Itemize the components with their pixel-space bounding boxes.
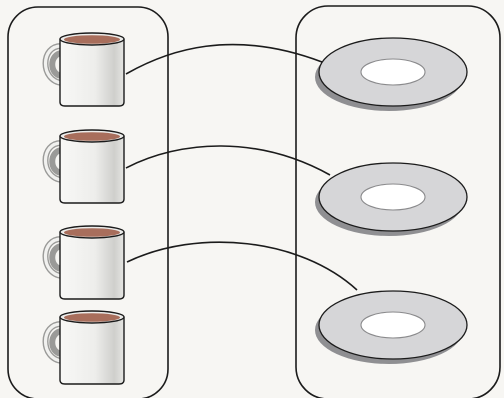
connectors — [125, 43, 358, 291]
connector-cup2-saucer2 — [125, 145, 331, 176]
cup-coffee — [64, 313, 120, 322]
cup-body — [59, 136, 125, 204]
cup-1 — [42, 32, 125, 107]
cup-coffee — [64, 132, 120, 141]
saucer-3 — [315, 290, 468, 364]
cup-handle-highlight — [44, 237, 64, 278]
saucer-center — [360, 183, 426, 211]
connector-cup3-saucer3 — [126, 241, 358, 291]
cup-handle-highlight — [44, 322, 64, 363]
connector-cup1-saucer1 — [125, 43, 323, 75]
cup-body — [59, 39, 125, 107]
saucer-2 — [315, 162, 468, 236]
saucers-group-panel — [295, 5, 501, 398]
cup-body — [59, 317, 125, 385]
saucer-center — [360, 58, 426, 86]
cup-handle-highlight — [44, 141, 64, 182]
saucer-center — [360, 311, 426, 339]
cup-coffee — [64, 35, 120, 44]
cup-handle-highlight — [44, 44, 64, 85]
cup-3 — [42, 225, 125, 300]
cup-body — [59, 232, 125, 300]
cup-2 — [42, 129, 125, 204]
saucers-group — [315, 37, 468, 364]
saucer-1 — [315, 37, 468, 111]
cup-coffee — [64, 228, 120, 237]
cups-group-panel — [7, 6, 169, 398]
cups-group — [42, 32, 125, 385]
cup-4 — [42, 310, 125, 385]
